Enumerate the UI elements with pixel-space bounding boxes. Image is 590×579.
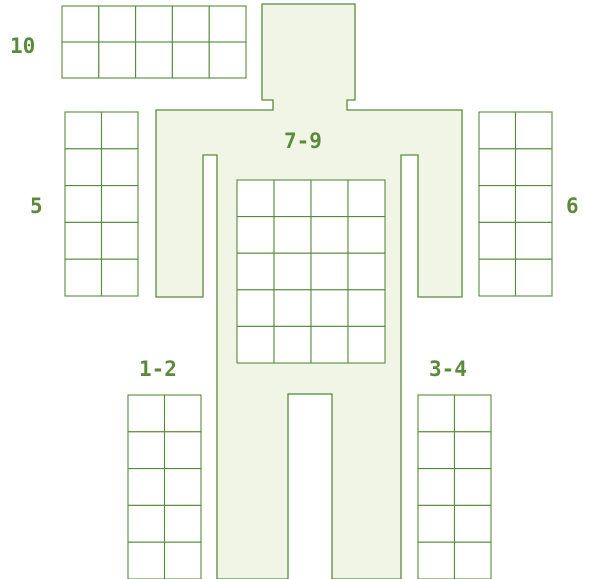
region-10-cell[interactable] bbox=[62, 42, 99, 78]
region-5-cell[interactable] bbox=[65, 112, 102, 149]
label-region-5: 5 bbox=[30, 194, 43, 218]
region-1-2-cell[interactable] bbox=[128, 542, 165, 579]
region-1-2-cell[interactable] bbox=[165, 432, 202, 469]
region-3-4-cell[interactable] bbox=[455, 542, 492, 579]
label-region-10: 10 bbox=[10, 34, 35, 58]
region-5-cell[interactable] bbox=[65, 186, 102, 223]
region-6-cell[interactable] bbox=[479, 259, 516, 296]
region-1-2-cell[interactable] bbox=[165, 505, 202, 542]
region-7-9-cell[interactable] bbox=[311, 290, 348, 327]
region-6-cell[interactable] bbox=[516, 222, 553, 259]
region-7-9-cell[interactable] bbox=[348, 326, 385, 363]
region-1-2-cell[interactable] bbox=[128, 505, 165, 542]
region-3-4-cell[interactable] bbox=[418, 505, 455, 542]
region-10-cell[interactable] bbox=[209, 6, 246, 42]
region-5-grid bbox=[65, 112, 138, 296]
region-3-4-cell[interactable] bbox=[455, 469, 492, 506]
region-5-cell[interactable] bbox=[65, 222, 102, 259]
region-6-cell[interactable] bbox=[479, 149, 516, 186]
region-3-4-cell[interactable] bbox=[418, 542, 455, 579]
region-3-4-cell[interactable] bbox=[418, 395, 455, 432]
region-6-cell[interactable] bbox=[516, 149, 553, 186]
region-1-2-cell[interactable] bbox=[128, 469, 165, 506]
region-7-9-cell[interactable] bbox=[274, 326, 311, 363]
region-7-9-cell[interactable] bbox=[348, 180, 385, 217]
region-10-cell[interactable] bbox=[172, 6, 209, 42]
label-region-3-4: 3-4 bbox=[429, 357, 467, 381]
region-7-9-cell[interactable] bbox=[237, 290, 274, 327]
region-10-cell[interactable] bbox=[99, 6, 136, 42]
region-7-9-cell[interactable] bbox=[237, 253, 274, 290]
region-10-cell[interactable] bbox=[172, 42, 209, 78]
region-7-9-cell[interactable] bbox=[348, 217, 385, 254]
region-5-cell[interactable] bbox=[65, 259, 102, 296]
region-7-9-cell[interactable] bbox=[311, 253, 348, 290]
region-3-4-cell[interactable] bbox=[455, 505, 492, 542]
region-5-cell[interactable] bbox=[102, 222, 139, 259]
region-10-cell[interactable] bbox=[99, 42, 136, 78]
region-7-9-cell[interactable] bbox=[274, 217, 311, 254]
region-10-cell[interactable] bbox=[136, 6, 173, 42]
region-7-9-cell[interactable] bbox=[274, 290, 311, 327]
region-1-2-cell[interactable] bbox=[165, 395, 202, 432]
region-6-cell[interactable] bbox=[479, 222, 516, 259]
region-7-9-cell[interactable] bbox=[237, 326, 274, 363]
region-5-cell[interactable] bbox=[65, 149, 102, 186]
region-5-cell[interactable] bbox=[102, 259, 139, 296]
region-6-cell[interactable] bbox=[479, 112, 516, 149]
region-1-2-cell[interactable] bbox=[165, 542, 202, 579]
label-region-1-2: 1-2 bbox=[139, 357, 177, 381]
region-7-9-cell[interactable] bbox=[348, 290, 385, 327]
label-region-7-9: 7-9 bbox=[284, 129, 322, 153]
region-6-cell[interactable] bbox=[516, 112, 553, 149]
region-3-4-cell[interactable] bbox=[455, 395, 492, 432]
region-6-grid bbox=[479, 112, 552, 296]
region-5-cell[interactable] bbox=[102, 149, 139, 186]
region-1-2-cell[interactable] bbox=[128, 395, 165, 432]
region-3-4-grid bbox=[418, 395, 491, 579]
region-6-cell[interactable] bbox=[479, 186, 516, 223]
region-3-4-cell[interactable] bbox=[418, 432, 455, 469]
label-region-6: 6 bbox=[566, 194, 579, 218]
region-7-9-cell[interactable] bbox=[274, 253, 311, 290]
region-7-9-cell[interactable] bbox=[237, 180, 274, 217]
region-7-9-grid bbox=[237, 180, 385, 363]
region-10-grid bbox=[62, 6, 246, 78]
region-7-9-cell[interactable] bbox=[348, 253, 385, 290]
region-6-cell[interactable] bbox=[516, 259, 553, 296]
region-1-2-cell[interactable] bbox=[128, 432, 165, 469]
region-10-cell[interactable] bbox=[136, 42, 173, 78]
region-10-cell[interactable] bbox=[62, 6, 99, 42]
region-7-9-cell[interactable] bbox=[311, 326, 348, 363]
region-7-9-cell[interactable] bbox=[274, 180, 311, 217]
region-10-cell[interactable] bbox=[209, 42, 246, 78]
region-7-9-cell[interactable] bbox=[311, 217, 348, 254]
region-6-cell[interactable] bbox=[516, 186, 553, 223]
region-7-9-cell[interactable] bbox=[311, 180, 348, 217]
region-7-9-cell[interactable] bbox=[237, 217, 274, 254]
region-3-4-cell[interactable] bbox=[418, 469, 455, 506]
leg-gap bbox=[288, 394, 332, 579]
region-3-4-cell[interactable] bbox=[455, 432, 492, 469]
region-5-cell[interactable] bbox=[102, 186, 139, 223]
region-5-cell[interactable] bbox=[102, 112, 139, 149]
region-1-2-grid bbox=[128, 395, 201, 579]
region-1-2-cell[interactable] bbox=[165, 469, 202, 506]
